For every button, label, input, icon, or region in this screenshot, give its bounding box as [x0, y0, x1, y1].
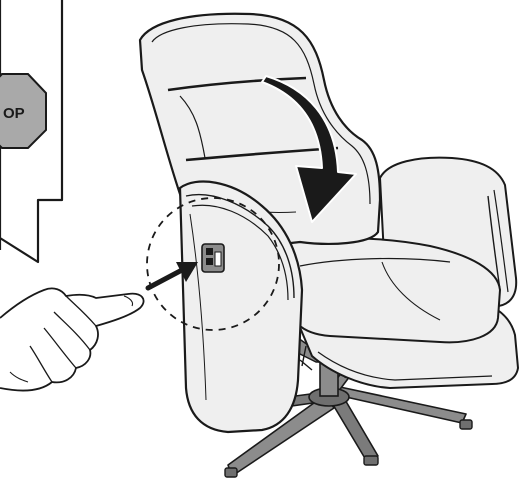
highlight-circle: [146, 197, 280, 331]
control-buttons-icon: [201, 243, 225, 273]
curved-arrow-down-icon: [261, 75, 357, 223]
pointing-hand-icon: [0, 287, 145, 392]
callout-bubble: [0, 0, 64, 264]
pointer-arrow-icon: [145, 262, 198, 291]
stop-sign-label: OP: [3, 105, 25, 122]
stop-sign-icon: OP: [0, 73, 47, 149]
